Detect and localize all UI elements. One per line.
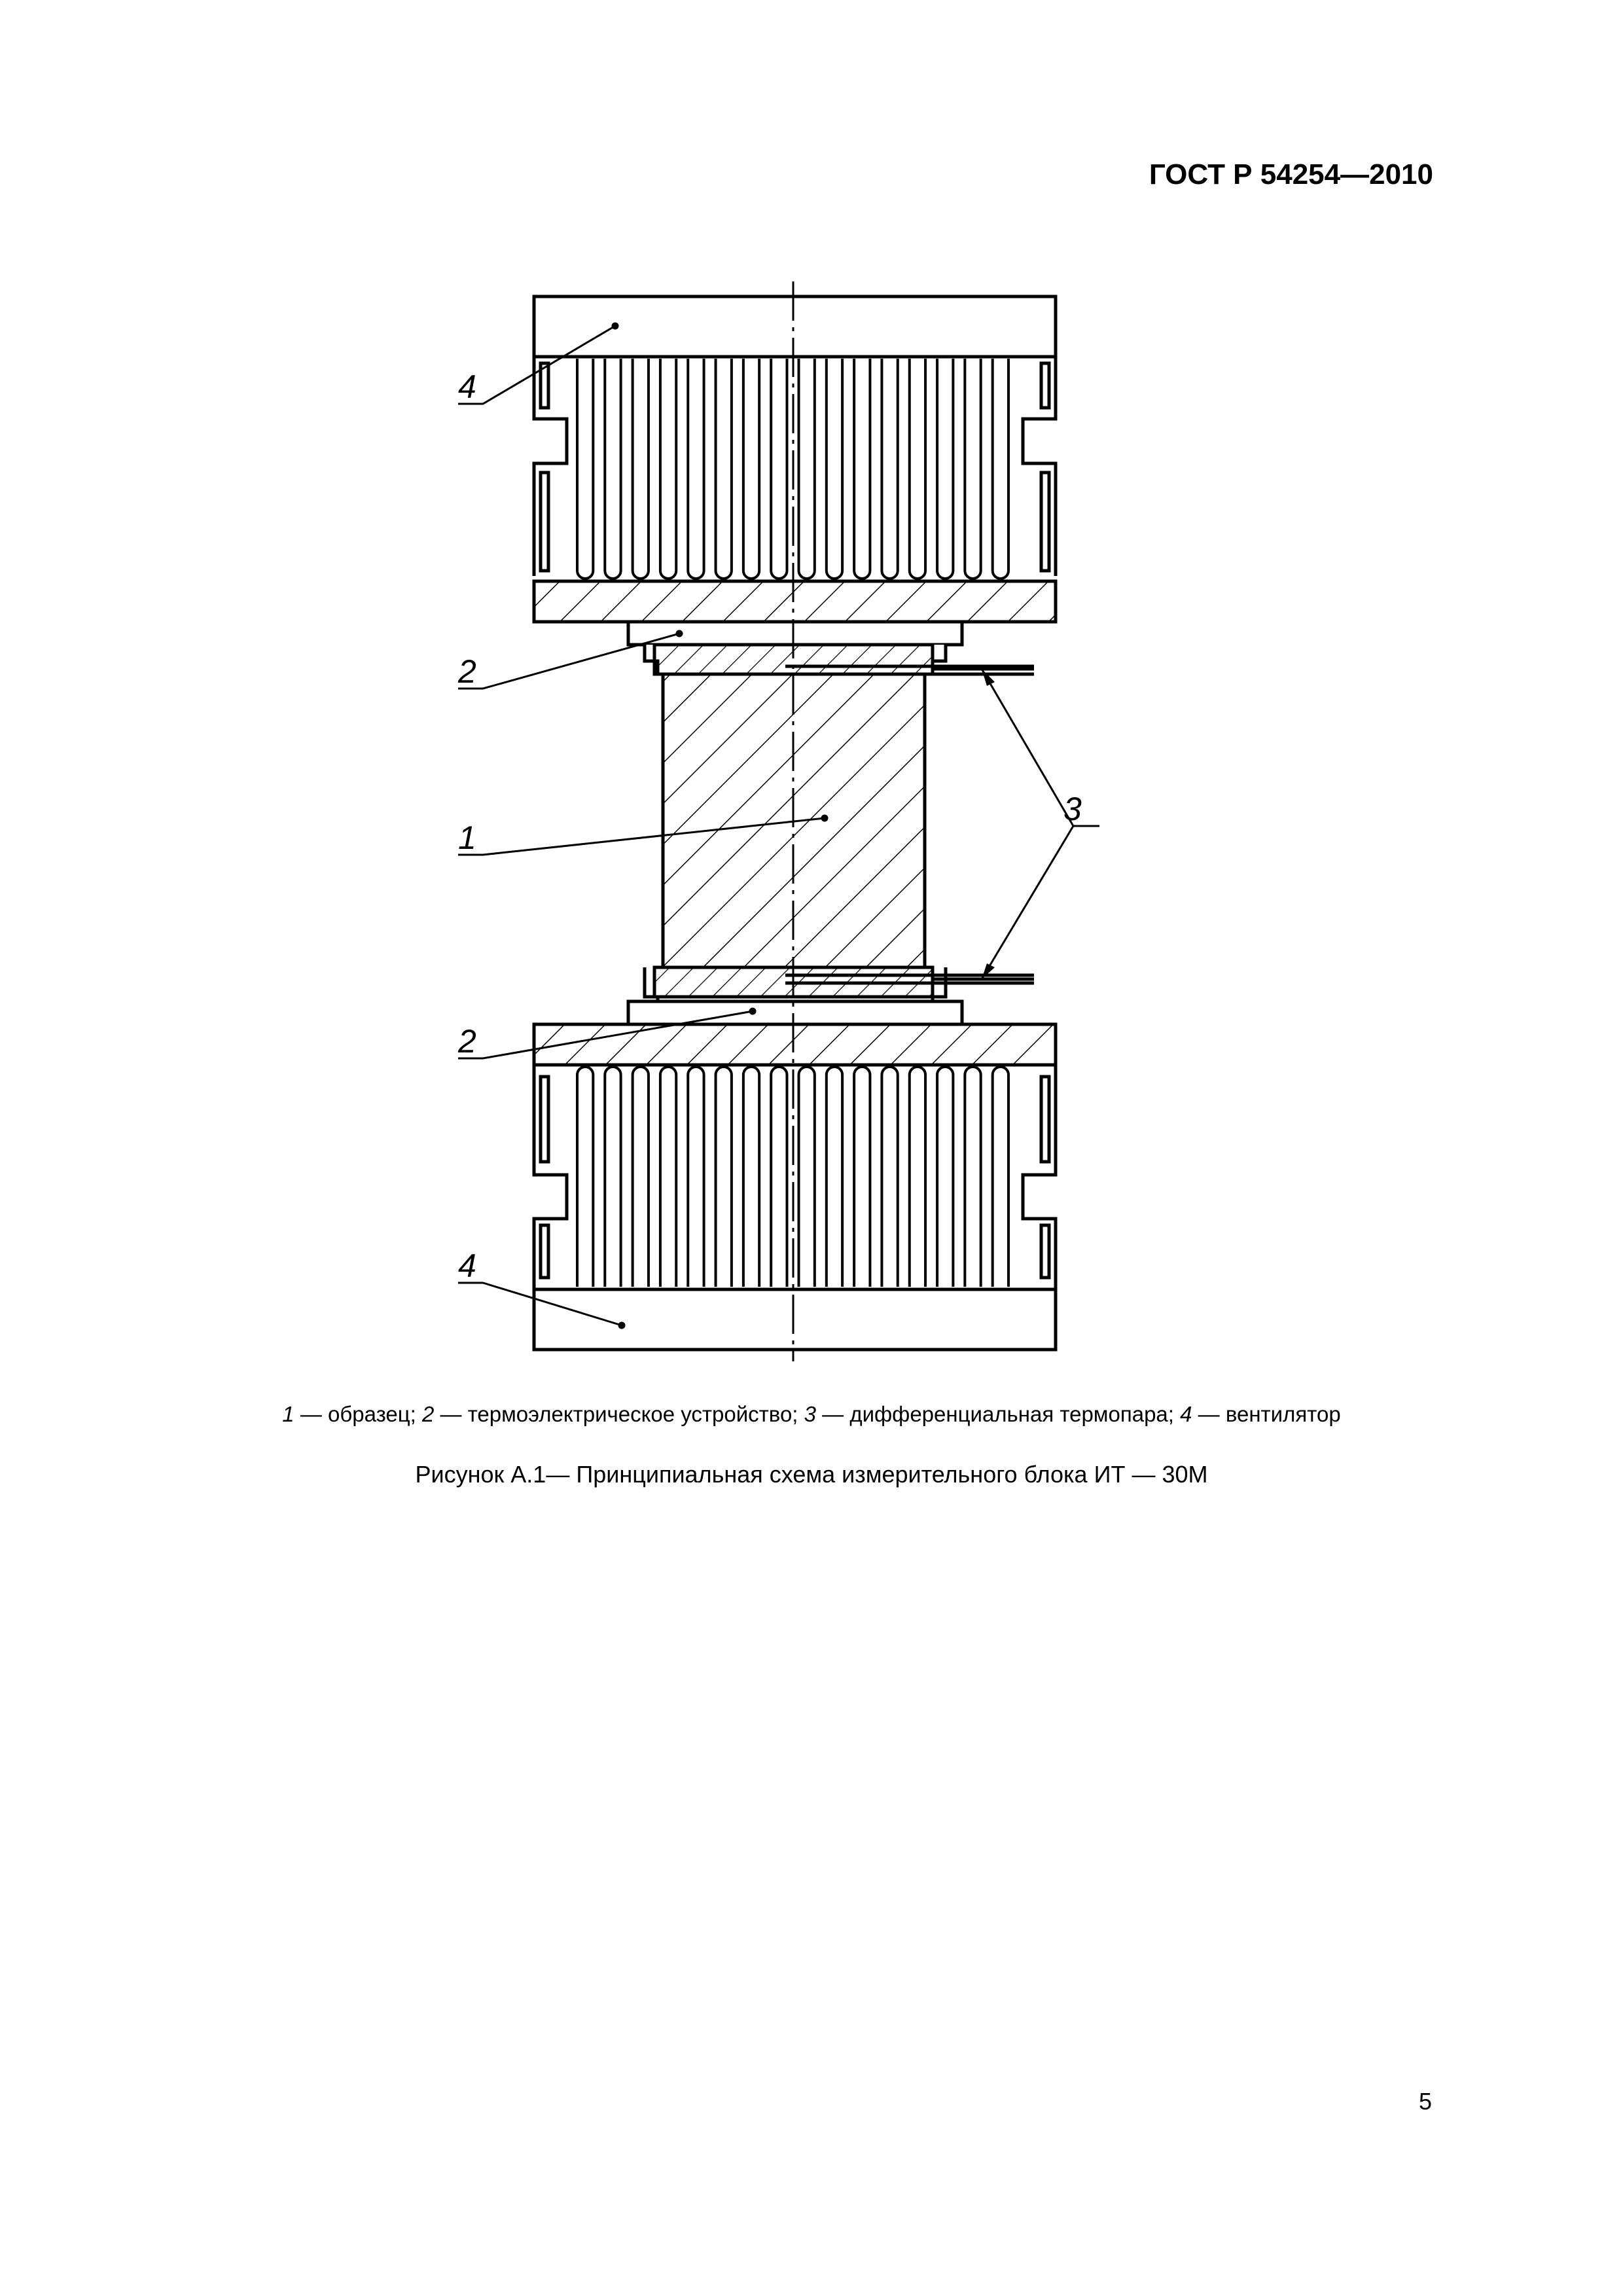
callout-4-bottom: 4 — [458, 1247, 476, 1284]
fan-fin — [687, 359, 705, 580]
top-thermoelectric-device — [626, 620, 964, 647]
legend-num: 4 — [1180, 1402, 1192, 1426]
fan-fin — [797, 1066, 816, 1287]
fan-fin — [908, 1066, 927, 1287]
leader-2-bottom — [458, 1010, 753, 1060]
legend-num: 3 — [804, 1402, 816, 1426]
callout-1: 1 — [458, 819, 476, 856]
fan-fin — [603, 359, 622, 580]
fan-fin — [991, 359, 1010, 580]
fan-fin — [825, 1066, 844, 1287]
bottom-plate — [532, 1022, 1058, 1067]
bottom-thermoelectric-device — [626, 999, 964, 1026]
fan-fin — [853, 359, 872, 580]
callout-3: 3 — [1063, 791, 1082, 827]
fan-fin — [991, 1066, 1010, 1287]
legend-text: — термоэлектрическое устройство; — [434, 1402, 804, 1426]
fan-fin — [603, 1066, 622, 1287]
legend-text: — дифференциальная термопара; — [816, 1402, 1181, 1426]
callout-4-top: 4 — [458, 368, 476, 405]
fan-fin — [658, 1066, 678, 1287]
fan-fin — [880, 359, 899, 580]
fan-fin — [631, 1066, 650, 1287]
page-number: 5 — [1418, 2088, 1432, 2115]
fan-fin — [658, 359, 678, 580]
fan-fin — [797, 359, 816, 580]
fan-fin — [741, 1066, 761, 1287]
callout-2-top: 2 — [457, 653, 476, 690]
fan-fin — [908, 359, 927, 580]
bottom-fan-fins — [576, 1066, 1010, 1287]
leader-3 — [980, 668, 1099, 980]
callout-2-bottom: 2 — [457, 1023, 476, 1060]
fan-fin — [770, 359, 789, 580]
top-fan-housing — [532, 295, 1058, 359]
fan-fin — [825, 359, 844, 580]
legend-num: 1 — [282, 1402, 294, 1426]
figure-legend: 1 — образец; 2 — термоэлектрическое устр… — [0, 1402, 1623, 1427]
fan-fin — [853, 1066, 872, 1287]
leader-2-top — [458, 632, 680, 690]
bottom-fan-left-wall — [532, 1065, 569, 1289]
fan-fin — [741, 359, 761, 580]
fan-fin — [770, 1066, 789, 1287]
top-fan-left-wall — [532, 357, 569, 576]
document-header: ГОСТ Р 54254—2010 — [1149, 158, 1433, 190]
fan-fin — [576, 359, 595, 580]
leader-4-top — [458, 325, 616, 405]
fan-fin — [714, 359, 733, 580]
fan-fin — [631, 359, 650, 580]
leader-4-bottom — [458, 1282, 622, 1327]
fan-fin — [714, 1066, 733, 1287]
fan-fin — [687, 1066, 705, 1287]
fan-fin — [963, 359, 982, 580]
top-fan-right-wall — [1021, 357, 1058, 576]
legend-text: — образец; — [294, 1402, 422, 1426]
legend-text: — вентилятор — [1192, 1402, 1341, 1426]
legend-num: 2 — [421, 1402, 435, 1426]
bottom-fan-housing — [532, 1287, 1058, 1352]
fan-fin — [576, 1066, 595, 1287]
top-fan-fins — [576, 359, 1010, 580]
leader-1 — [458, 817, 825, 856]
fan-fin — [880, 1066, 899, 1287]
fan-fin — [936, 359, 955, 580]
bottom-fan-right-wall — [1021, 1065, 1058, 1289]
fan-fin — [936, 1066, 955, 1287]
fan-fin — [963, 1066, 982, 1287]
figure-caption: Рисунок А.1— Принципиальная схема измери… — [415, 1461, 1208, 1488]
top-plate — [532, 579, 1058, 624]
